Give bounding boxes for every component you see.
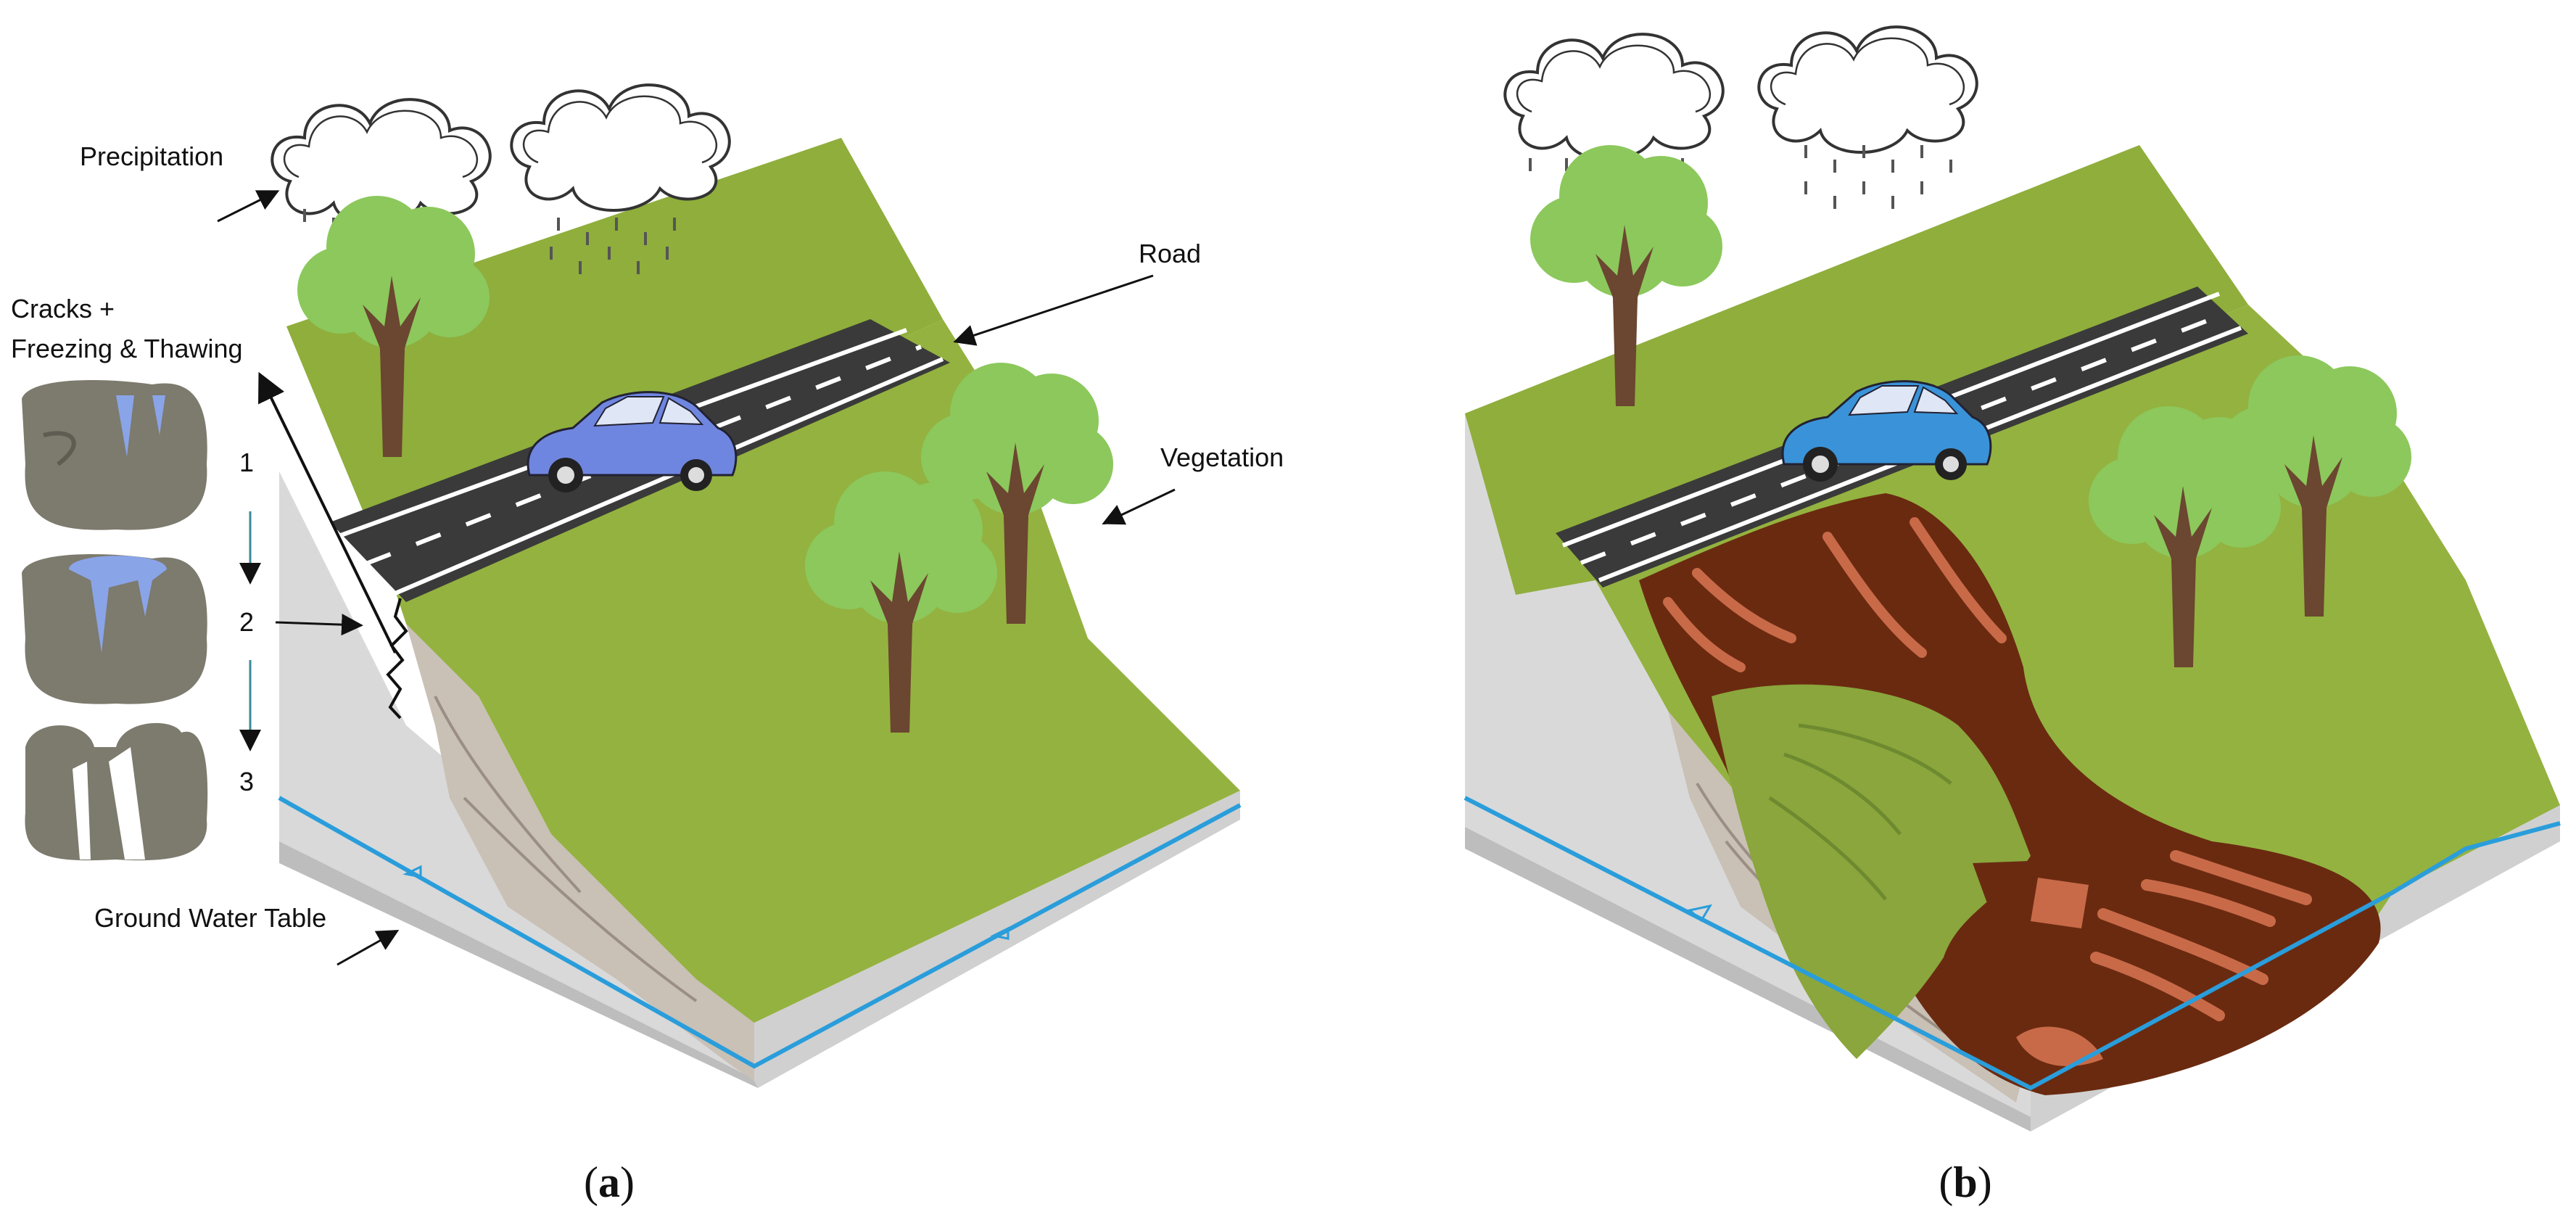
- panel-a-cloud-2: [510, 83, 731, 212]
- panel-a: 1 2 3 Precipitation Cracks + Freezing & …: [11, 83, 1284, 1206]
- step-number-2: 2: [239, 607, 254, 637]
- arrow-vegetation: [1102, 488, 1176, 525]
- panel-a-crack: [386, 598, 408, 720]
- panel-b-slab-bottom-front: [1465, 827, 2031, 1132]
- arrow-step2-to-crack: [275, 614, 363, 636]
- label-vegetation: Vegetation: [1160, 442, 1284, 472]
- panel-b-cloud-1: [1503, 33, 1725, 162]
- panel-a-slab-right-side: [754, 791, 1240, 1088]
- panel-b-water-table: [1464, 796, 2561, 1091]
- panel-a-slab-bottom-front: [279, 841, 758, 1088]
- panel-a-rock-face: [406, 624, 754, 1081]
- arrow-cracks: [258, 371, 397, 654]
- label-ground-water-table: Ground Water Table: [94, 903, 326, 933]
- arrow-road: [953, 274, 1154, 346]
- step-number-1: 1: [239, 448, 254, 477]
- caption-b: (b): [1939, 1158, 1991, 1206]
- step-number-3: 3: [239, 767, 254, 796]
- rock-sample-1: [22, 380, 207, 530]
- label-cracks-line2: Freezing & Thawing: [11, 334, 243, 363]
- panel-b: (b): [1464, 25, 2561, 1206]
- arrow-precipitation: [217, 190, 280, 223]
- panel-a-upper-grass: [286, 138, 943, 580]
- panel-b-upper-grass: [1465, 145, 2248, 595]
- panel-b-cloud-2: [1757, 25, 1978, 154]
- arrow-ground-water-table: [337, 930, 400, 966]
- label-cracks-line1: Cracks +: [11, 294, 115, 323]
- panel-a-water-table: [278, 796, 1242, 1069]
- rock-sample-2: [22, 554, 207, 704]
- label-road: Road: [1139, 239, 1201, 268]
- rock-sample-3: [25, 722, 208, 861]
- caption-a: (a): [584, 1158, 635, 1206]
- label-precipitation: Precipitation: [80, 141, 223, 171]
- landslide-debris: [1712, 684, 2031, 1059]
